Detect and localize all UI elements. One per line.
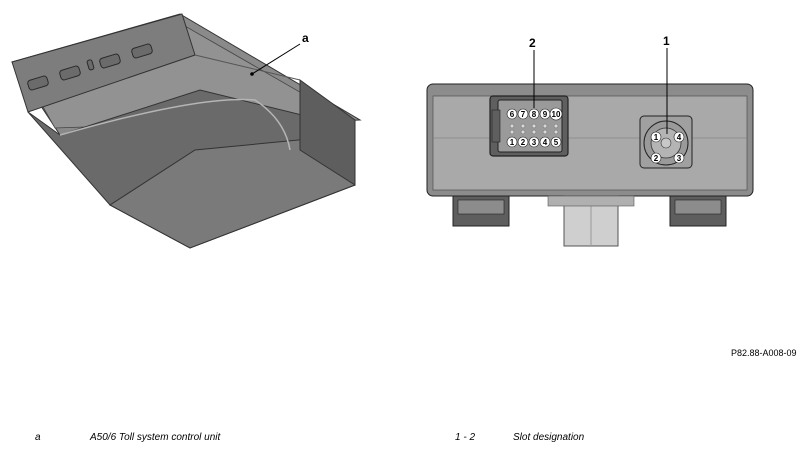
legend-key-a: a (35, 432, 41, 443)
pin-label: 2 (521, 138, 526, 147)
pin-label: 1 (654, 133, 659, 142)
legend-key-slots: 1 - 2 (455, 432, 476, 443)
pin-label: 6 (510, 110, 515, 119)
callout-slot-1: 1 (663, 34, 670, 134)
legend-text-slots: Slot designation (513, 432, 585, 443)
pin-label: 9 (543, 110, 548, 119)
control-unit-front-view (426, 83, 754, 247)
pin-label: 1 (510, 138, 515, 147)
pin-label: 2 (654, 154, 659, 163)
pin-label: 5 (554, 138, 559, 147)
connector-slot-2: 6 7 8 9 10 1 2 3 4 5 (489, 95, 569, 157)
pin-label: 8 (532, 110, 537, 119)
pin-label: 10 (552, 110, 561, 119)
control-unit-3d-view (11, 13, 362, 249)
legend-text-a: A50/6 Toll system control unit (90, 432, 221, 443)
pin-label: 4 (543, 138, 548, 147)
callout-slot-2: 2 (529, 36, 536, 108)
callout-slot-2-label: 2 (529, 36, 536, 50)
connector-slot-1: 1 4 2 3 (639, 115, 693, 169)
vent-slots (27, 43, 153, 91)
figure-id: P82.88-A008-09 (731, 348, 797, 358)
pin-label: 3 (532, 138, 537, 147)
pin-label: 3 (677, 154, 682, 163)
callout-a: a (250, 31, 309, 76)
pin-label: 7 (521, 110, 526, 119)
callout-slot-1-label: 1 (663, 34, 670, 48)
pin-label: 4 (677, 133, 682, 142)
callout-a-label: a (302, 31, 309, 45)
